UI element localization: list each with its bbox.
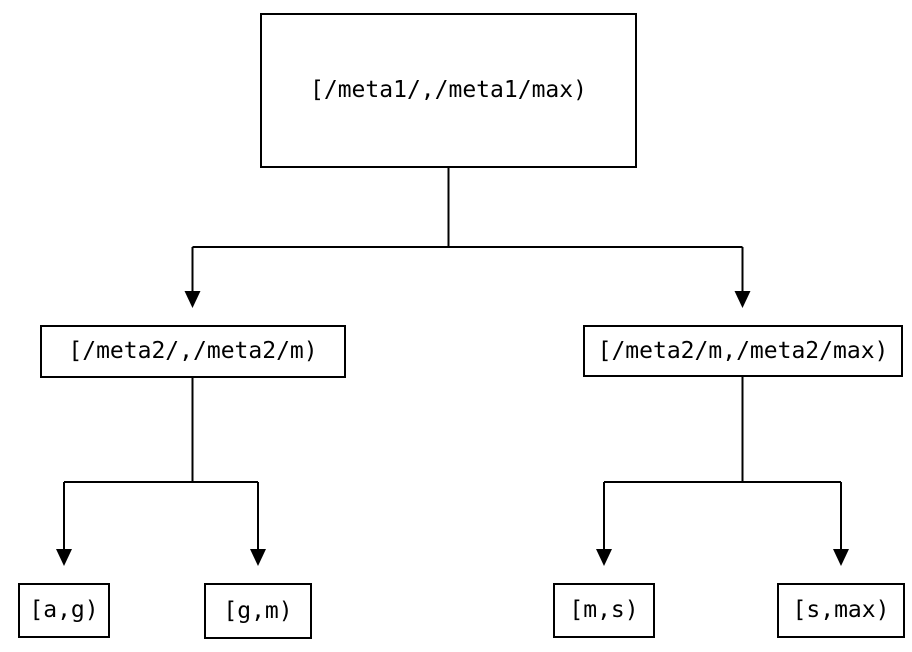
node-right-label: [/meta2/m,/meta2/max) bbox=[597, 337, 889, 364]
node-left-left: [a,g) bbox=[18, 583, 110, 638]
arrowhead-down-icon bbox=[56, 549, 72, 566]
edge-root-to-children bbox=[191, 168, 744, 291]
arrowhead-down-icon bbox=[250, 549, 266, 566]
arrowhead-down-icon bbox=[833, 549, 849, 566]
edge-right-to-children bbox=[603, 377, 842, 549]
node-right-left-label: [m,s) bbox=[569, 597, 639, 623]
arrowhead-down-icon bbox=[734, 291, 751, 308]
node-left-left-label: [a,g) bbox=[29, 597, 99, 623]
node-right-right: [s,max) bbox=[777, 583, 905, 638]
edge-left-to-children bbox=[63, 378, 259, 549]
node-right-right-label: [s,max) bbox=[792, 597, 890, 623]
node-left-right-label: [g,m) bbox=[223, 597, 293, 624]
node-left-label: [/meta2/,/meta2/m) bbox=[68, 338, 318, 364]
arrowhead-down-icon bbox=[596, 549, 612, 566]
node-left-right: [g,m) bbox=[204, 583, 312, 639]
node-right: [/meta2/m,/meta2/max) bbox=[583, 325, 903, 377]
node-root: [/meta1/,/meta1/max) bbox=[260, 13, 637, 168]
node-root-label: [/meta1/,/meta1/max) bbox=[310, 77, 587, 103]
arrowhead-down-icon bbox=[184, 291, 201, 308]
node-right-left: [m,s) bbox=[553, 583, 655, 638]
node-left: [/meta2/,/meta2/m) bbox=[40, 325, 346, 378]
